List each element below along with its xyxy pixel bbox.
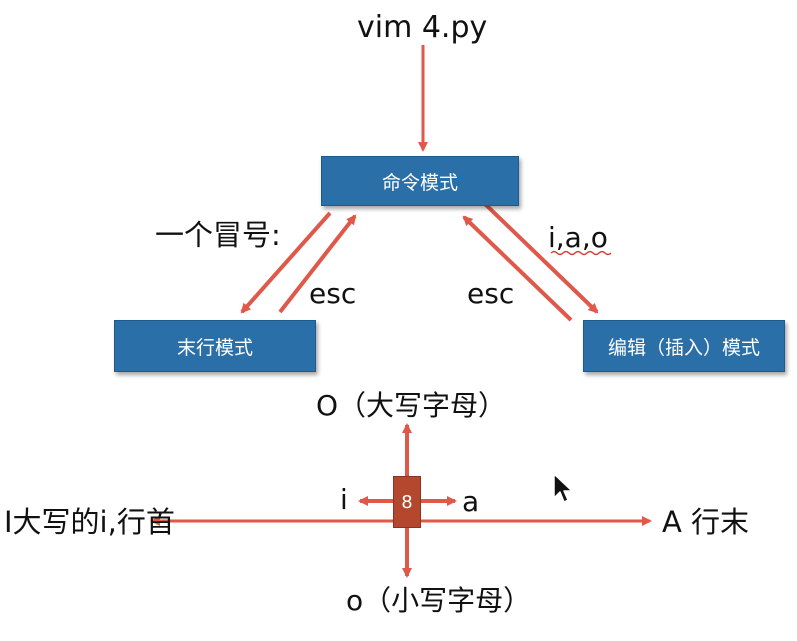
arrow-command-to-insert [482, 201, 599, 314]
label-right-a: a [462, 485, 480, 518]
arrow-command-to-lastline [240, 211, 332, 314]
spellcheck-underline [551, 250, 612, 256]
center-key-box: 8 [393, 476, 421, 528]
label-iao: i,a,o [548, 221, 608, 254]
label-esc-left: esc [309, 277, 357, 310]
title-command: vim 4.py [357, 10, 488, 45]
label-esc-right: esc [467, 277, 515, 310]
command-mode-box: 命令模式 [321, 156, 519, 206]
label-left-i: i [340, 483, 348, 516]
mouse-pointer-icon [553, 473, 572, 503]
label-down-o: o（小写字母） [346, 584, 532, 617]
label-right-A: A 行末 [662, 505, 750, 539]
label-up-O: O（大写字母） [316, 389, 507, 422]
last-line-mode-box: 末行模式 [114, 320, 316, 372]
label-left-I: I大写的i,行首 [4, 505, 175, 539]
label-colon: 一个冒号: [155, 218, 281, 252]
insert-mode-box: 编辑（插入）模式 [583, 320, 785, 372]
arrow-insert-to-command [462, 215, 573, 322]
arrow-lastline-to-command [278, 214, 357, 314]
